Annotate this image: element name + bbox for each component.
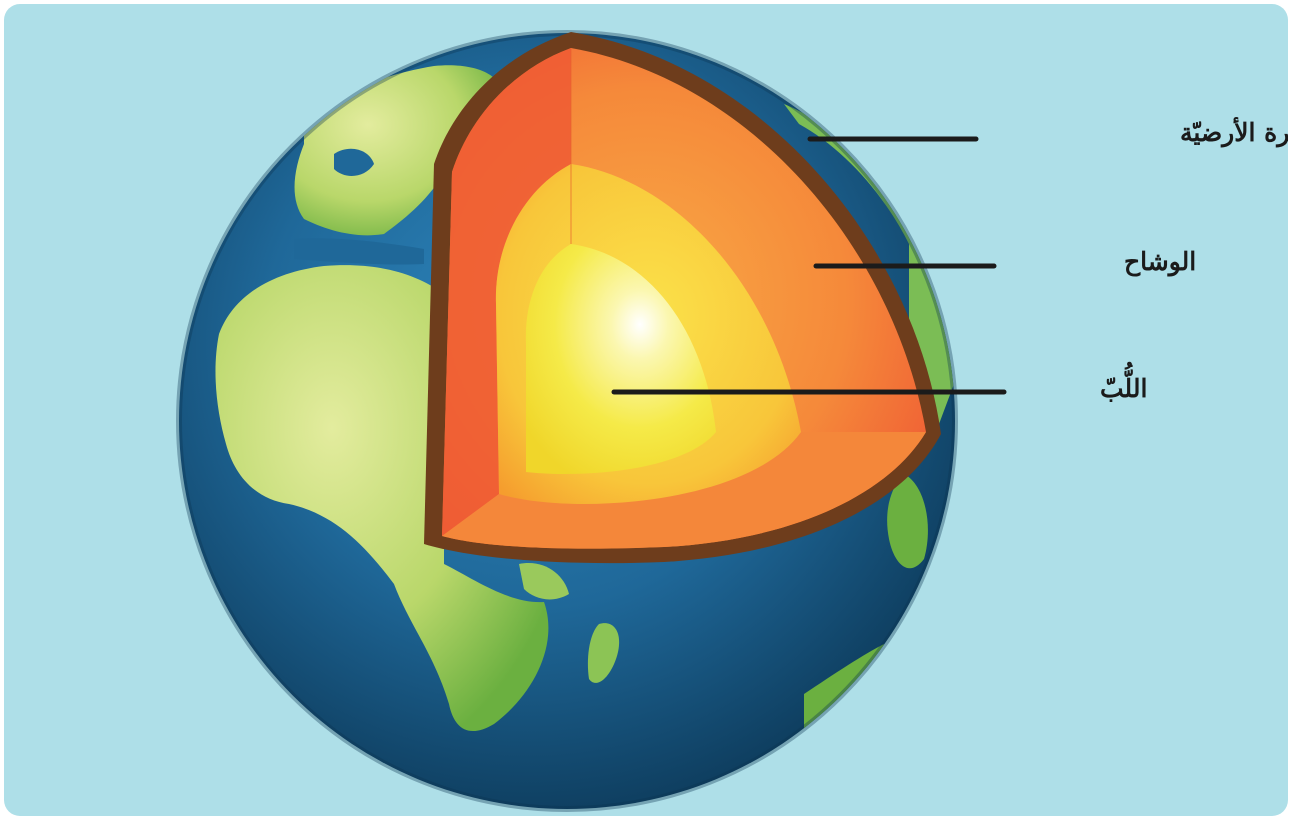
mantle-bottom-face: [442, 432, 926, 549]
mediterranean-sea: [294, 238, 424, 265]
leader-lines: [611, 136, 1007, 395]
globe-rim: [176, 30, 958, 812]
earth-layers-diagram: القشرة الأرضيّة الوشاح اللُّبّ: [4, 4, 1288, 816]
diagram-canvas: القشرة الأرضيّة الوشاح اللُّبّ: [4, 4, 1288, 816]
arabia-landmass: [519, 563, 569, 600]
crust-label: القشرة الأرضيّة: [1180, 115, 1288, 148]
madagascar-island: [587, 623, 620, 683]
mantle-label: الوشاح: [1124, 247, 1196, 277]
cutaway-section: [424, 32, 941, 564]
europe-landmass: [294, 65, 504, 236]
mantle-cut-face: [442, 48, 571, 536]
inner-core-layer: [525, 244, 716, 474]
sea-patch: [334, 148, 374, 176]
southeast-asia-landmass: [887, 474, 928, 569]
africa-landmass: [215, 265, 549, 732]
